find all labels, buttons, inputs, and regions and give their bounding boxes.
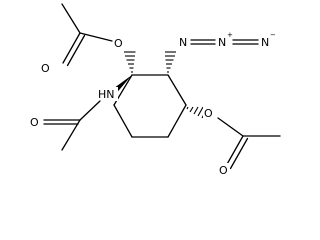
bond-carbonyl-double-top-b	[66, 34, 86, 67]
hashed-wedge-azide	[165, 51, 176, 73]
molecule-structure: O O N N + N −	[29, 3, 281, 177]
bond-o-to-carbonyl-top	[79, 32, 113, 42]
acetoxy-top: O O	[40, 3, 136, 75]
atom-o-right: O	[204, 107, 213, 120]
azide-group: N N + N −	[165, 31, 276, 73]
ring-bond-5	[113, 104, 133, 138]
acetoxy-right: O O	[186, 106, 281, 177]
ring-bonds	[113, 74, 187, 138]
charge-minus: −	[270, 31, 276, 39]
atom-o-carbonyl-left: O	[30, 116, 39, 129]
bond-carbonyl-double-right-a	[225, 135, 244, 167]
atom-nh: HN	[98, 88, 115, 101]
ring-bond-3	[167, 104, 187, 138]
bond-carbonyl-double-right-b	[229, 137, 249, 170]
atom-azide-n3: N	[261, 36, 269, 49]
atom-o-carbonyl-right: O	[219, 164, 228, 177]
charge-plus: +	[227, 31, 233, 39]
atom-o-carbonyl-top: O	[41, 62, 50, 75]
atom-o-top: O	[114, 37, 123, 50]
bond-o-to-carbonyl-right	[217, 117, 244, 137]
bond-carbonyl-double-top-a	[62, 32, 81, 64]
bond-carbonyl-methyl-top	[61, 3, 81, 34]
bond-n-to-carbonyl-left	[79, 100, 101, 121]
hashed-wedge-top	[124, 51, 136, 73]
bond-carbonyl-methyl-left	[61, 119, 81, 151]
acetamido-left: HN O	[29, 75, 132, 151]
atom-azide-n2: N	[218, 36, 226, 49]
ring-bond-2	[167, 74, 187, 106]
atom-azide-n1: N	[179, 36, 187, 49]
